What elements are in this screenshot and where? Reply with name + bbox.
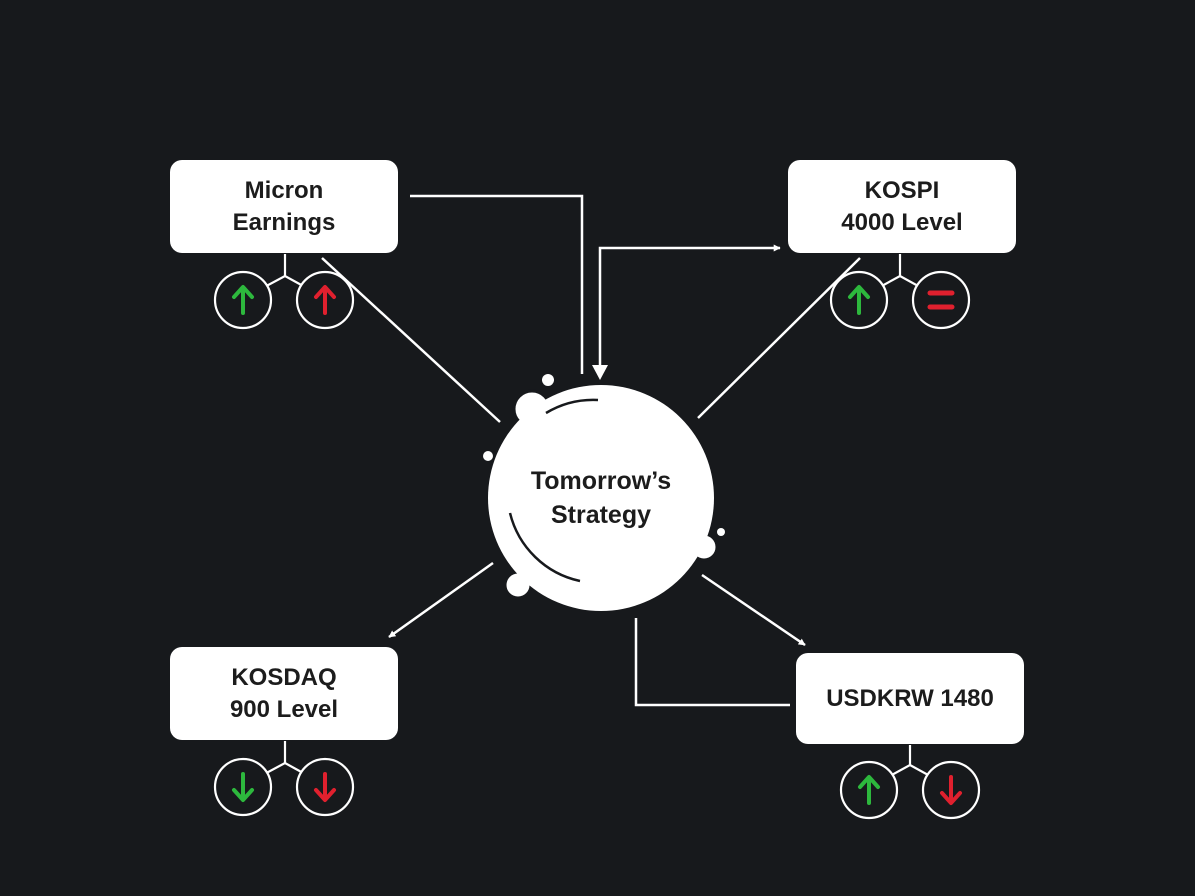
- indicators-kospi: [829, 254, 971, 330]
- connector-usdkrw-elbow: [634, 618, 790, 707]
- hub-title-line1: Tomorrow’s: [530, 467, 672, 495]
- connector-micron-diagonal: [321, 257, 501, 423]
- connector-hub-to-kosdaq: [388, 561, 494, 639]
- node-label-line2: Earnings: [232, 208, 336, 236]
- bubble: [542, 374, 554, 386]
- node-label-line1: KOSDAQ: [231, 663, 337, 691]
- connector-hub-to-usdkrw: [701, 573, 806, 647]
- indicators-kosdaq: [213, 741, 355, 817]
- arrow-down-icon: [314, 772, 336, 802]
- arrow-down-icon: [940, 775, 962, 805]
- node-micron-earnings: Micron Earnings: [170, 160, 398, 253]
- node-usdkrw: USDKRW 1480: [796, 653, 1024, 744]
- connector-micron-to-hub: [410, 194, 584, 374]
- arrow-down-icon: [232, 772, 254, 802]
- connector-hub-to-kospi: [598, 244, 781, 376]
- node-label-line2: 900 Level: [229, 695, 339, 723]
- connector-kospi-diagonal: [697, 257, 861, 419]
- bubble: [483, 451, 493, 461]
- node-label-line1: USDKRW 1480: [826, 684, 994, 712]
- connectors: [321, 194, 861, 707]
- arrow-up-icon: [858, 775, 880, 805]
- arrow-up-icon: [848, 285, 870, 315]
- equal-icon: [927, 290, 955, 310]
- arrow-down-into-hub: [592, 365, 608, 380]
- node-label-line1: KOSPI: [864, 176, 940, 204]
- hub-title-line2: Strategy: [550, 501, 652, 529]
- hub-node: Tomorrow’s Strategy: [488, 385, 714, 611]
- node-kospi-level: KOSPI 4000 Level: [788, 160, 1016, 253]
- indicators-micron: [213, 254, 355, 330]
- node-label-line2: 4000 Level: [841, 208, 963, 236]
- bubble: [717, 528, 725, 536]
- indicator-circle: [911, 270, 971, 330]
- indicators-usdkrw: [839, 745, 981, 820]
- node-kosdaq-level: KOSDAQ 900 Level: [170, 647, 398, 740]
- arrow-up-icon: [314, 285, 336, 315]
- node-label-line1: Micron: [244, 176, 324, 204]
- arrow-up-icon: [232, 285, 254, 315]
